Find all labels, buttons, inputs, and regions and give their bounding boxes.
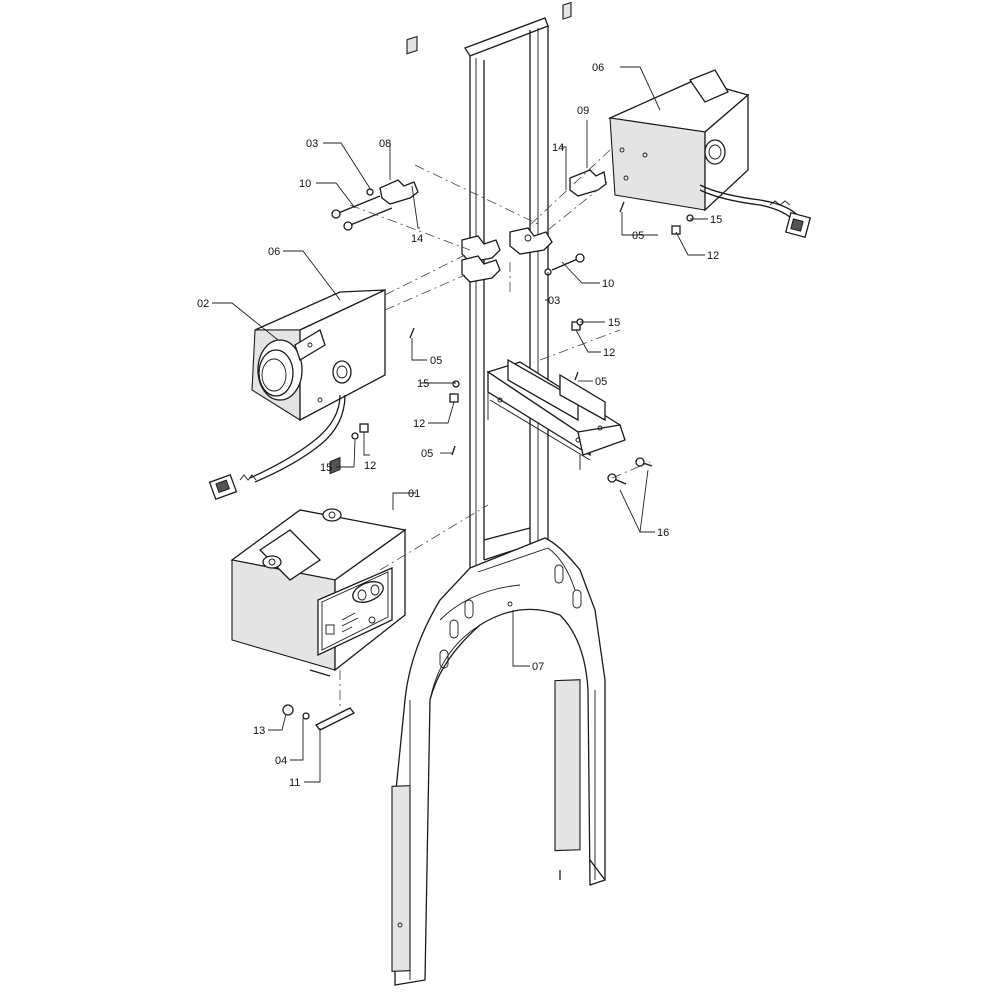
fork-yoke-base (391, 537, 606, 986)
callout-12: 12 (603, 347, 615, 359)
callout-labels: 01 02 03 03 04 05 05 05 05 06 06 07 08 0… (197, 62, 722, 789)
control-box (230, 456, 407, 677)
callout-04: 04 (275, 755, 287, 767)
mast-clamps (461, 227, 553, 283)
callout-01: 01 (408, 488, 420, 500)
crossbar-bracket (486, 358, 626, 470)
callout-05: 05 (430, 355, 442, 367)
callout-05: 05 (421, 448, 433, 460)
callout-06: 06 (268, 246, 280, 258)
callout-05: 05 (632, 230, 644, 242)
callout-15: 15 (608, 317, 620, 329)
callout-07: 07 (532, 661, 544, 673)
callout-08: 08 (379, 138, 391, 150)
callout-05: 05 (595, 376, 607, 388)
leader-lines (212, 66, 708, 783)
fork-slots (397, 564, 582, 928)
callout-16: 16 (657, 527, 669, 539)
callout-14: 14 (411, 233, 423, 245)
vertical-mast (464, 17, 549, 568)
callout-11: 11 (289, 777, 300, 789)
callout-13: 13 (253, 725, 265, 737)
callout-14: 14 (552, 142, 564, 154)
callout-15: 15 (417, 378, 429, 390)
callout-09: 09 (577, 105, 589, 117)
callout-15: 15 (320, 462, 332, 474)
right-lamp-housing (607, 69, 812, 239)
callout-12: 12 (707, 250, 719, 262)
centerlines (339, 149, 651, 710)
callout-10: 10 (602, 278, 614, 290)
control-panel (317, 456, 393, 657)
left-lamp-housing (208, 288, 386, 501)
callout-02: 02 (197, 298, 209, 310)
callout-10: 10 (299, 178, 311, 190)
callout-12: 12 (364, 460, 376, 472)
callout-15: 15 (710, 214, 722, 226)
callout-06: 06 (592, 62, 604, 74)
callout-03: 03 (548, 295, 560, 307)
callout-03: 03 (306, 138, 318, 150)
callout-12: 12 (413, 418, 425, 430)
